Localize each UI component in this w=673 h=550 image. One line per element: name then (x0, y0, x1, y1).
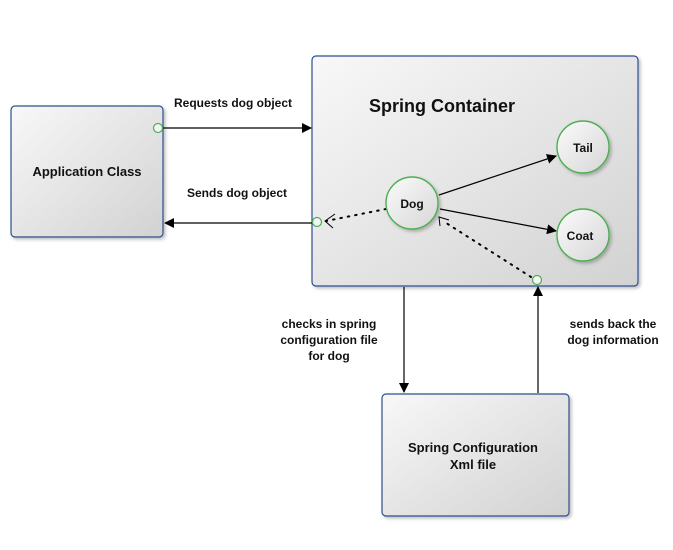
dog-bean-node[interactable]: Dog (385, 176, 439, 230)
sends-back-edge: sends back the dog information (533, 286, 659, 393)
connector-port (531, 274, 543, 286)
spring-config-label-line1: Spring Configuration (408, 440, 538, 455)
coat-label: Coat (567, 229, 594, 243)
requests-edge: Requests dog object (152, 96, 312, 134)
tail-bean-node[interactable]: Tail (556, 120, 610, 174)
sends-label: Sends dog object (187, 186, 287, 200)
application-class-label: Application Class (32, 164, 141, 179)
dog-dependency-bottom (438, 216, 543, 286)
dog-to-tail-edge (438, 154, 557, 196)
connector-port (152, 122, 164, 134)
spring-config-node[interactable]: Spring Configuration Xml file (381, 393, 570, 517)
sends-back-label-line1: sends back the (570, 317, 657, 331)
connector-port (311, 216, 323, 228)
checks-label-line1: checks in spring (282, 317, 377, 331)
requests-label: Requests dog object (174, 96, 292, 110)
checks-label-line3: for dog (308, 349, 349, 363)
checks-label-line2: configuration file (280, 333, 378, 347)
dog-label: Dog (400, 197, 423, 211)
coat-bean-node[interactable]: Coat (556, 208, 610, 262)
sends-back-label-line2: dog information (567, 333, 658, 347)
spring-config-label-line2: Xml file (450, 457, 496, 472)
application-class-node[interactable]: Application Class (10, 105, 164, 238)
sends-edge: Sends dog object (164, 186, 313, 228)
dog-dependency-left (311, 208, 387, 229)
tail-label: Tail (573, 141, 593, 155)
dog-to-coat-edge (439, 208, 557, 235)
checks-config-edge: checks in spring configuration file for … (280, 287, 409, 393)
spring-container-title: Spring Container (369, 96, 515, 116)
